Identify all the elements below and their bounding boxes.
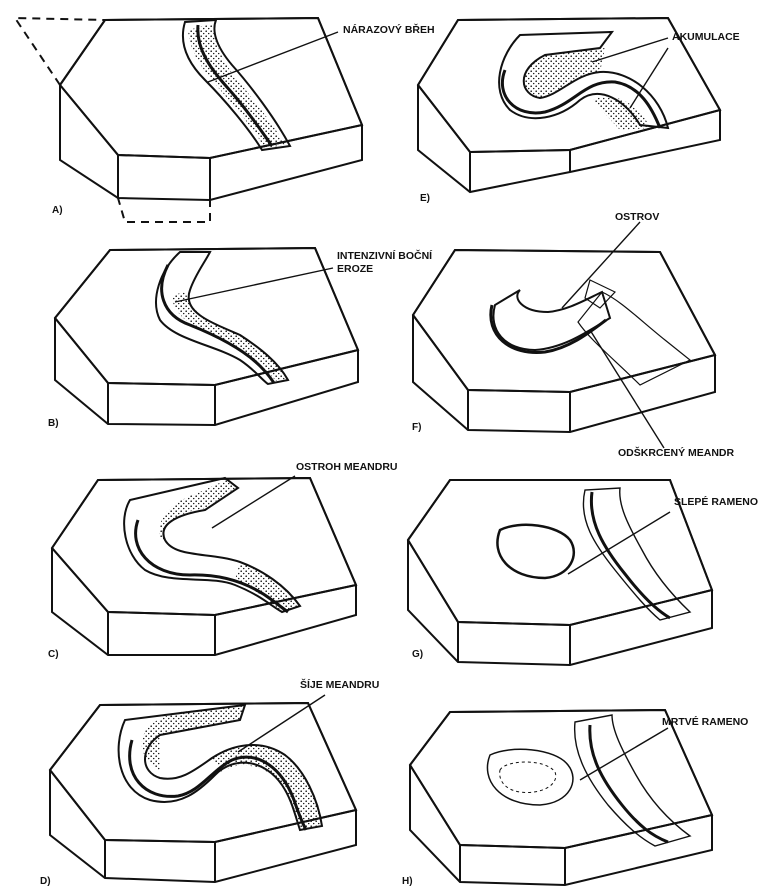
panel-f: OSTROV ODŠKRCENÝ MEANDR F) xyxy=(412,211,735,459)
panel-b-letter: B) xyxy=(48,418,59,429)
panel-f-label: OSTROV xyxy=(615,211,659,223)
panel-d-letter: D) xyxy=(40,876,51,887)
panel-c-letter: C) xyxy=(48,649,59,660)
panel-g-block xyxy=(408,480,712,665)
panel-f-label-2: ODŠKRCENÝ MEANDR xyxy=(618,446,735,459)
panel-e: AKUMULACE E) xyxy=(418,18,740,204)
panel-h: MRTVÉ RAMENO H) xyxy=(402,710,748,887)
panel-f-leader-line xyxy=(562,222,640,308)
panel-g-letter: G) xyxy=(412,649,423,660)
panel-b-label-line1: INTENZIVNÍ BOČNÍ xyxy=(337,249,433,262)
panel-d-label: ŠÍJE MEANDRU xyxy=(300,678,379,691)
panel-a: NÁRAZOVÝ BŘEH A) xyxy=(15,18,435,222)
panel-d: ŠÍJE MEANDRU D) xyxy=(40,678,379,887)
panel-g: SLEPÉ RAMENO G) xyxy=(408,480,758,665)
panel-f-leader-line-2 xyxy=(590,330,664,448)
panel-g-label: SLEPÉ RAMENO xyxy=(674,495,758,508)
panel-a-block xyxy=(15,18,362,222)
panel-b-block xyxy=(55,248,358,425)
panel-e-label: AKUMULACE xyxy=(672,31,740,43)
panel-d-block xyxy=(50,703,356,882)
panel-c: OSTROH MEANDRU C) xyxy=(48,461,398,660)
panel-e-leader-line-2 xyxy=(630,48,668,108)
panel-c-label: OSTROH MEANDRU xyxy=(296,461,398,473)
panel-h-letter: H) xyxy=(402,876,413,887)
panel-a-label: NÁRAZOVÝ BŘEH xyxy=(343,23,435,36)
panel-b: INTENZIVNÍ BOČNÍ EROZE B) xyxy=(48,248,433,429)
panel-c-block xyxy=(52,478,356,655)
panel-f-letter: F) xyxy=(412,422,421,433)
panel-h-label: MRTVÉ RAMENO xyxy=(662,715,748,728)
panel-a-letter: A) xyxy=(52,205,63,216)
panel-f-block xyxy=(413,250,715,432)
panel-b-label-line2: EROZE xyxy=(337,263,373,275)
panel-e-block xyxy=(418,18,720,192)
panel-a-leader-line xyxy=(208,32,338,82)
panel-h-block xyxy=(410,710,712,885)
panel-e-letter: E) xyxy=(420,193,430,204)
